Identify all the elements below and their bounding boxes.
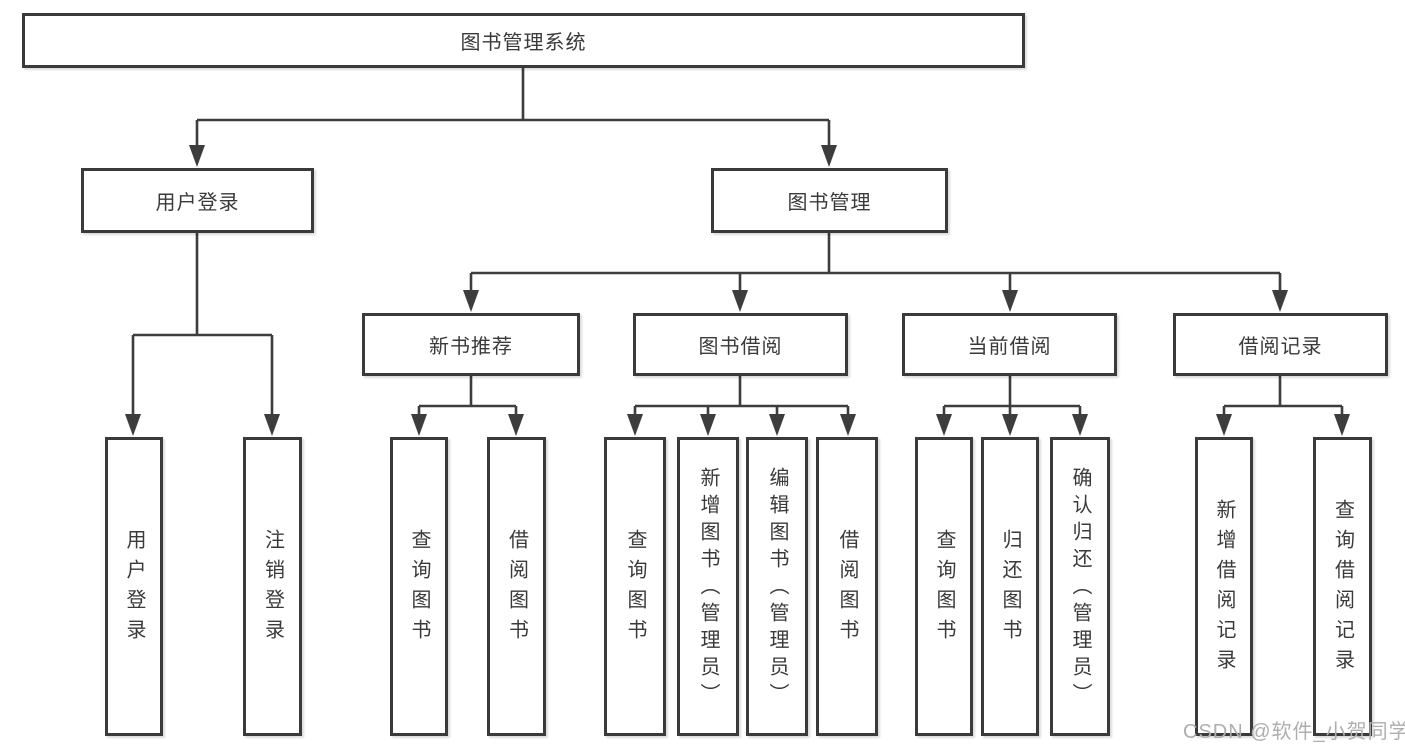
leaf-edit-book-admin: 编辑图书（管理员） (746, 437, 808, 736)
leaf-add-book-admin: 新增图书（管理员） (677, 437, 739, 736)
node-book-management: 图书管理 (711, 168, 948, 233)
node-borrow-records: 借阅记录 (1173, 313, 1388, 376)
leaf-query-books-recommend: 查询图书 (390, 437, 448, 736)
leaf-add-borrow-record: 新增借阅记录 (1195, 437, 1253, 736)
node-book-borrow: 图书借阅 (633, 313, 848, 376)
leaf-borrow-books: 借阅图书 (816, 437, 878, 736)
leaf-user-login: 用户登录 (105, 437, 163, 736)
leaf-return-book: 归还图书 (981, 437, 1039, 736)
leaf-borrow-books-recommend: 借阅图书 (487, 437, 546, 736)
node-current-borrow: 当前借阅 (902, 313, 1117, 376)
leaf-query-books-current: 查询图书 (915, 437, 973, 736)
leaf-query-borrow-record: 查询借阅记录 (1313, 437, 1372, 736)
leaf-query-books-borrow: 查询图书 (604, 437, 666, 736)
leaf-logout: 注销登录 (243, 437, 302, 736)
leaf-confirm-return-admin: 确认归还（管理员） (1050, 437, 1110, 736)
node-user-login: 用户登录 (81, 168, 314, 233)
csdn-watermark: CSDN @软件_小贺同学 (1183, 721, 1405, 743)
node-root-system: 图书管理系统 (22, 13, 1025, 68)
node-new-book-recommend: 新书推荐 (362, 313, 580, 376)
